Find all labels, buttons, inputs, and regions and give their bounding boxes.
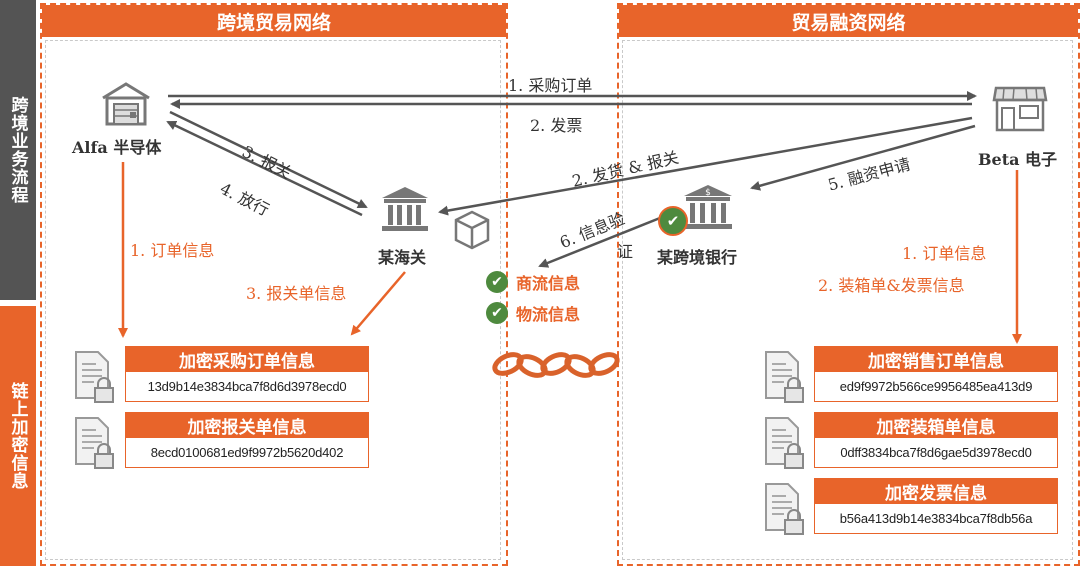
side-band-process-label: 跨境业务流程 <box>7 96 28 204</box>
encrypted-sales-order-box: 加密销售订单信息 ed9f9972b566ce9956485ea413d9 <box>814 346 1058 402</box>
label-verify-line2: 证 <box>617 242 634 261</box>
arrow-verify <box>538 210 676 268</box>
encrypted-sales-order-hash: ed9f9972b566ce9956485ea413d9 <box>839 379 1033 394</box>
label-purchase-order: 1. 采购订单 <box>508 76 593 95</box>
locked-document-icon <box>75 417 114 469</box>
box-icon <box>454 210 490 250</box>
node-beta: Beta 电子 <box>978 150 1058 169</box>
locked-document-icon <box>765 351 804 403</box>
encrypted-customs-form-box: 加密报关单信息 8ecd0100681ed9f9972b5620d402 <box>125 412 369 468</box>
encrypted-invoice-title: 加密发票信息 <box>815 479 1057 504</box>
encrypted-purchase-order-title: 加密采购订单信息 <box>126 347 368 372</box>
check-circle-icon: ✔ <box>486 302 508 324</box>
label-order-info-right: 1. 订单信息 <box>902 244 987 263</box>
check-commerce-label: 商流信息 <box>516 274 581 293</box>
arrow-customs-info <box>350 271 406 336</box>
trade-finance-inner-frame <box>622 40 1073 560</box>
cross-border-trade-title-text: 跨境贸易网络 <box>216 11 331 34</box>
check-logistics-info: ✔ 物流信息 <box>486 301 580 325</box>
encrypted-invoice-hash: b56a413d9b14e3834bca7f8db56a <box>839 511 1033 526</box>
label-customs-info: 3. 报关单信息 <box>246 284 347 303</box>
arrow-finance-apply <box>750 124 976 191</box>
customs-building-icon <box>382 187 428 231</box>
side-band-onchain-label: 链上加密信息 <box>7 382 28 490</box>
trade-finance-zone <box>617 3 1080 566</box>
node-bank: 某跨境银行 <box>657 248 738 267</box>
encrypted-customs-form-hash: 8ecd0100681ed9f9972b5620d402 <box>150 445 344 460</box>
trade-finance-title: 贸易融资网络 <box>619 5 1078 37</box>
cross-border-inner-frame <box>45 40 501 560</box>
side-band-onchain: 链上加密信息 <box>0 306 36 566</box>
encrypted-packing-list-hash: 0dff3834bca7f8d6gae5d3978ecd0 <box>840 445 1032 460</box>
trade-finance-title-text: 贸易融资网络 <box>791 11 906 34</box>
encrypted-packing-list-title: 加密装箱单信息 <box>815 413 1057 438</box>
arrow-release <box>166 120 363 217</box>
locked-document-icon <box>765 483 804 535</box>
node-alfa: Alfa 半导体 <box>72 138 162 157</box>
encrypted-invoice-box: 加密发票信息 b56a413d9b14e3834bca7f8db56a <box>814 478 1058 534</box>
chain-icon <box>492 352 620 378</box>
check-icon: ✔ <box>666 212 680 230</box>
encrypted-sales-order-title: 加密销售订单信息 <box>815 347 1057 372</box>
check-circle-icon: ✔ <box>486 271 508 293</box>
bank-check-badge: ✔ <box>658 206 688 236</box>
arrow-declare <box>169 110 368 209</box>
cross-border-trade-title: 跨境贸易网络 <box>42 5 506 37</box>
check-logistics-label: 物流信息 <box>516 305 581 324</box>
locked-document-icon <box>765 417 804 469</box>
label-invoice: 2. 发票 <box>530 116 583 135</box>
check-commerce-info: ✔ 商流信息 <box>486 270 580 294</box>
label-packing-info: 2. 装箱单&发票信息 <box>818 276 965 295</box>
factory-icon <box>102 82 150 126</box>
encrypted-purchase-order-hash: 13d9b14e3834bca7f8d6d3978ecd0 <box>147 379 347 394</box>
side-band-process: 跨境业务流程 <box>0 0 36 300</box>
encrypted-purchase-order-box: 加密采购订单信息 13d9b14e3834bca7f8d6d3978ecd0 <box>125 346 369 402</box>
label-order-info-left: 1. 订单信息 <box>130 241 215 260</box>
shop-icon <box>992 86 1048 132</box>
encrypted-packing-list-box: 加密装箱单信息 0dff3834bca7f8d6gae5d3978ecd0 <box>814 412 1058 468</box>
locked-document-icon <box>75 351 114 403</box>
arrow-ship-declare <box>438 116 973 216</box>
bank-building-icon: $ <box>684 185 732 229</box>
node-customs: 某海关 <box>378 248 427 267</box>
svg-text:$: $ <box>705 188 711 198</box>
encrypted-customs-form-title: 加密报关单信息 <box>126 413 368 438</box>
